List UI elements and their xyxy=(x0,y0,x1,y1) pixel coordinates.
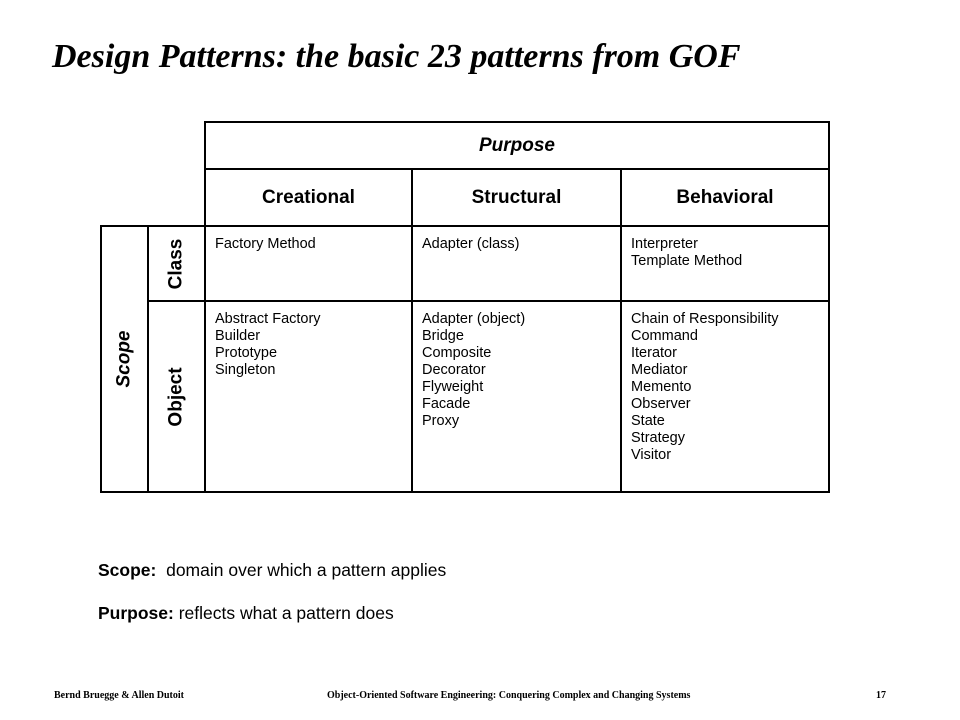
row-header-class: Class xyxy=(148,226,205,301)
pattern-name: Decorator xyxy=(422,362,486,378)
grid-line xyxy=(828,121,830,493)
scope-note-desc: domain over which a pattern applies xyxy=(166,560,447,580)
pattern-name: Visitor xyxy=(631,447,672,463)
cell-class-creational: Factory Method xyxy=(205,226,412,301)
grid-line xyxy=(620,168,622,493)
purpose-header: Purpose xyxy=(478,134,556,156)
footer-authors: Bernd Bruegge & Allen Dutoit xyxy=(54,690,184,701)
grid-line xyxy=(204,121,206,493)
pattern-name: Template Method xyxy=(631,253,743,269)
pattern-name: Factory Method xyxy=(215,236,316,252)
pattern-name: Command xyxy=(631,328,698,344)
pattern-name: State xyxy=(631,413,665,429)
pattern-name: Iterator xyxy=(631,345,677,361)
grid-line xyxy=(147,225,149,493)
pattern-name: Adapter (object) xyxy=(422,311,526,327)
column-header-behavioral: Behavioral xyxy=(676,186,774,208)
page-number: 17 xyxy=(876,690,886,701)
pattern-name: Singleton xyxy=(215,362,276,378)
grid-line xyxy=(100,225,830,227)
purpose-note: Purpose: reflects what a pattern does xyxy=(98,603,394,624)
pattern-name: Mediator xyxy=(631,362,688,378)
column-header-structural: Structural xyxy=(471,186,562,208)
grid-line xyxy=(147,300,830,302)
cell-class-structural: Adapter (class) xyxy=(412,226,621,301)
pattern-name: Interpreter xyxy=(631,236,698,252)
row-header-class-label: Class xyxy=(165,238,187,289)
pattern-name: Prototype xyxy=(215,345,278,361)
row-header-object: Object xyxy=(148,301,205,492)
pattern-name: Bridge xyxy=(422,328,464,344)
grid-line xyxy=(100,225,102,493)
pattern-name: Abstract Factory xyxy=(215,311,321,327)
pattern-name: Proxy xyxy=(422,413,460,429)
pattern-name: Strategy xyxy=(631,430,685,446)
scope-note: Scope: domain over which a pattern appli… xyxy=(98,560,446,581)
pattern-name: Facade xyxy=(422,396,471,412)
column-header-creational: Creational xyxy=(262,186,355,208)
grid-line xyxy=(411,168,413,493)
scope-note-term: Scope: xyxy=(98,560,157,580)
pattern-name: Composite xyxy=(422,345,492,361)
grid-line xyxy=(204,168,830,170)
footer-book-title: Object-Oriented Software Engineering: Co… xyxy=(327,690,691,701)
scope-header: Scope xyxy=(101,226,148,492)
pattern-name: Memento xyxy=(631,379,692,395)
pattern-name: Flyweight xyxy=(422,379,484,395)
purpose-note-desc: reflects what a pattern does xyxy=(178,603,394,623)
purpose-note-term: Purpose: xyxy=(98,603,174,623)
slide-title: Design Patterns: the basic 23 patterns f… xyxy=(52,38,741,75)
scope-header-label: Scope xyxy=(113,330,135,388)
grid-line xyxy=(204,121,830,123)
row-header-object-label: Object xyxy=(165,366,187,427)
pattern-name: Chain of Responsibility xyxy=(631,311,779,327)
pattern-name: Adapter (class) xyxy=(422,236,520,252)
pattern-name: Observer xyxy=(631,396,691,412)
grid-line xyxy=(100,491,830,493)
pattern-name: Builder xyxy=(215,328,261,344)
